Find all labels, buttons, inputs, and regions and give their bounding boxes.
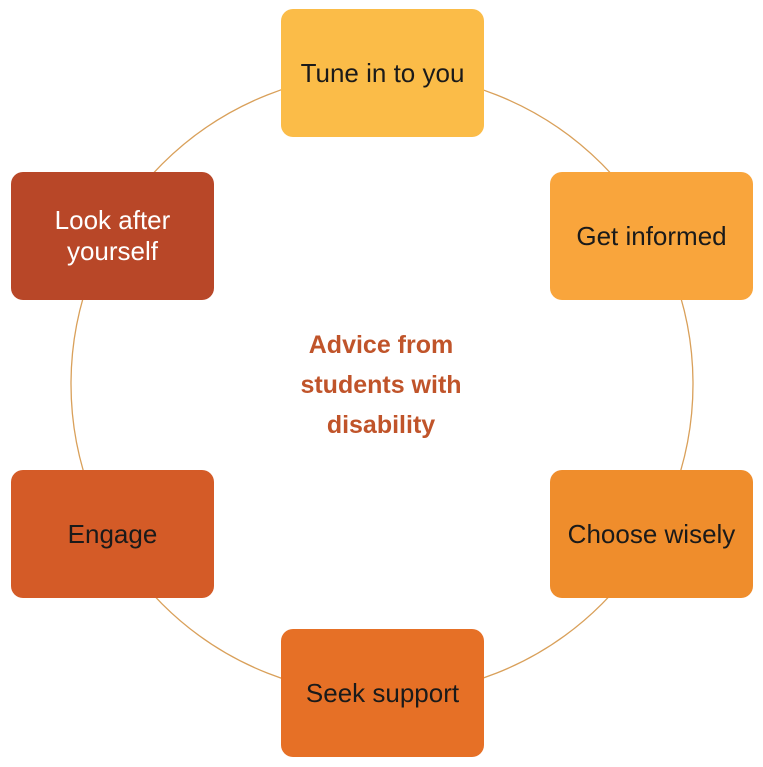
cycle-step-seek-support: Seek support — [281, 629, 484, 757]
cycle-step-engage: Engage — [11, 470, 214, 598]
cycle-step-label: Choose wisely — [567, 518, 736, 549]
cycle-step-label: Get informed — [576, 220, 727, 251]
cycle-step-look-after-yourself: Look after yourself — [11, 172, 214, 300]
cycle-step-get-informed: Get informed — [550, 172, 753, 300]
cycle-step-label: Engage — [67, 518, 158, 549]
cycle-step-tune-in: Tune in to you — [281, 9, 484, 137]
cycle-step-label: Seek support — [305, 677, 460, 708]
cycle-step-choose-wisely: Choose wisely — [550, 470, 753, 598]
cycle-step-label: Tune in to you — [300, 57, 465, 88]
cycle-step-label: Look after yourself — [54, 205, 171, 266]
diagram-center-title: Advice from students with disability — [300, 331, 462, 439]
